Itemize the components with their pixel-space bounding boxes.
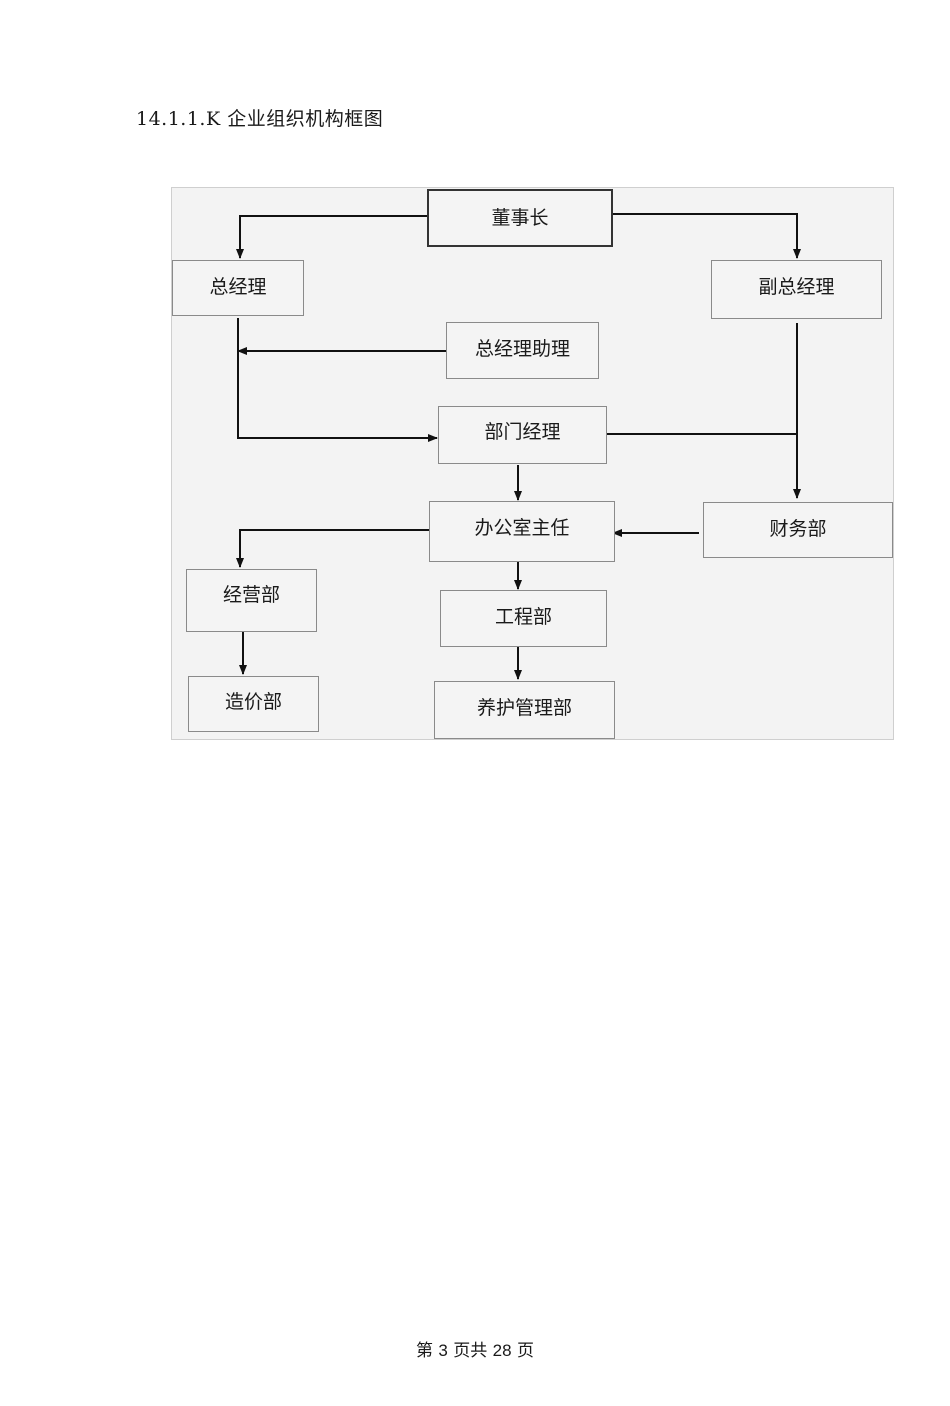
- node-department-manager: 部门经理: [438, 406, 607, 464]
- link-chairman-deputy: [613, 213, 801, 259]
- node-general-manager: 总经理: [172, 260, 304, 316]
- node-office-director-label: 办公室主任: [474, 517, 570, 539]
- link-office-operations: [236, 529, 429, 568]
- node-general-manager-label: 总经理: [209, 276, 267, 298]
- node-chairman-label: 董事长: [491, 207, 549, 229]
- diagram-heading: 14.1.1.K 企业组织机构框图: [136, 108, 384, 130]
- node-office-director: 办公室主任: [429, 501, 615, 562]
- footer-suffix: 页: [517, 1341, 534, 1361]
- node-cost-dept-label: 造价部: [224, 691, 282, 713]
- node-gm-assistant-label: 总经理助理: [474, 338, 570, 360]
- node-deputy-general-manager-label: 副总经理: [758, 276, 835, 298]
- footer-middle: 页共: [453, 1341, 488, 1361]
- node-engineering-dept: 工程部: [440, 590, 607, 647]
- footer-current-page: 3: [438, 1341, 448, 1360]
- link-chairman-gm: [236, 215, 428, 259]
- link-gm-deptmgr: [237, 318, 438, 442]
- node-maintenance-dept: 养护管理部: [434, 681, 615, 739]
- footer-total-pages: 28: [492, 1341, 512, 1360]
- node-finance-dept-label: 财务部: [769, 518, 827, 540]
- node-department-manager-label: 部门经理: [484, 421, 561, 443]
- footer-prefix: 第: [415, 1341, 433, 1361]
- node-engineering-dept-label: 工程部: [494, 606, 552, 628]
- node-gm-assistant: 总经理助理: [446, 322, 599, 379]
- page-footer: 第 3 页共 28 页: [0, 1336, 950, 1361]
- node-deputy-general-manager: 副总经理: [711, 260, 882, 319]
- node-chairman: 董事长: [427, 189, 613, 247]
- node-finance-dept: 财务部: [703, 502, 893, 558]
- node-operations-dept: 经营部: [186, 569, 317, 632]
- node-maintenance-dept-label: 养护管理部: [476, 697, 572, 719]
- node-operations-dept-label: 经营部: [222, 584, 280, 606]
- node-cost-dept: 造价部: [188, 676, 319, 732]
